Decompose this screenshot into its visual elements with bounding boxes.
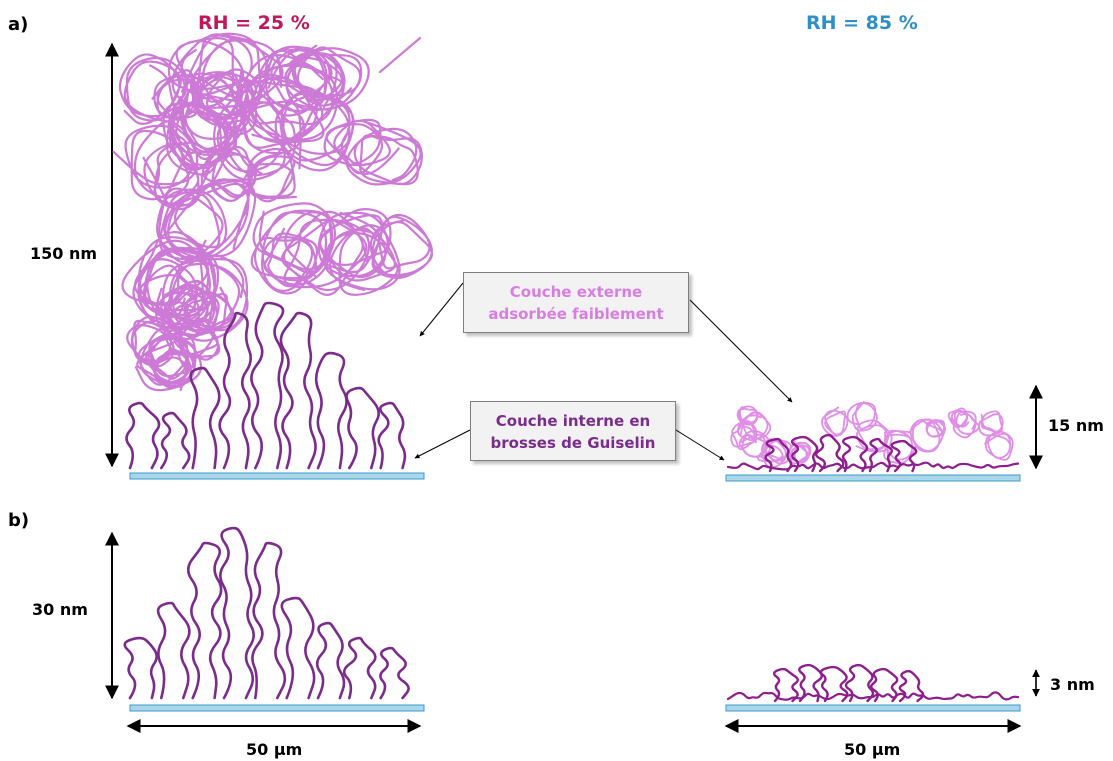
substrate-b-left — [129, 704, 425, 712]
polymer-coil — [317, 208, 392, 279]
callout-outer-line1: Couche externe — [509, 283, 643, 301]
brush-loop — [125, 401, 161, 470]
brush-loop — [156, 601, 191, 700]
brush-loop — [280, 596, 316, 700]
brush-loop — [314, 351, 348, 470]
condition-rh-25: RH = 25 % — [198, 12, 310, 34]
polymer-tail — [378, 36, 422, 74]
brush-loop — [898, 669, 925, 703]
outer-layer-a-left — [112, 32, 433, 392]
leader-outer-to-left — [419, 282, 464, 337]
callout-outer-line2: adsorbée faiblement — [488, 305, 664, 323]
leader-outer-to-right — [689, 299, 793, 403]
polymer-coil — [369, 213, 433, 279]
polymer-coil — [786, 441, 812, 465]
polymer-coil — [167, 95, 237, 167]
polymer-coil — [284, 44, 370, 112]
height-label-a-left: 150 nm — [30, 244, 98, 263]
polymer-coil — [112, 120, 199, 201]
brush-loop — [841, 435, 869, 473]
polymer-coil — [736, 405, 759, 426]
polymer-coil — [737, 411, 772, 442]
brush-loop — [870, 667, 899, 703]
callout-inner-line2: brosses de Guiselin — [490, 434, 656, 452]
substrate-a-right — [725, 474, 1021, 482]
brush-loop — [315, 621, 346, 700]
callout-outer-layer: Couche externe adsorbée faiblement — [463, 272, 689, 333]
width-label-b-left: 50 µm — [246, 740, 303, 759]
width-label-b-right: 50 µm — [844, 740, 901, 759]
inner-layer-a-right — [726, 433, 1020, 473]
polymer-coil — [952, 410, 980, 439]
brush-loop — [218, 311, 253, 470]
polymer-coil — [253, 227, 319, 295]
substrate-a-left — [129, 472, 425, 480]
adsorbed-train — [726, 461, 1020, 471]
brush-loop — [844, 663, 875, 703]
leader-inner-to-right — [675, 429, 725, 461]
brush-loop — [279, 311, 317, 470]
polymer-coil — [821, 406, 849, 437]
polymer-coil — [730, 420, 758, 451]
height-label-b-left: 30 nm — [32, 600, 88, 619]
polymer-coil — [156, 187, 228, 264]
brush-loop — [251, 541, 287, 700]
brush-loop — [186, 541, 223, 700]
brush-loop — [219, 526, 255, 700]
inner-layer-b-right — [726, 663, 1020, 703]
polymer-coil — [137, 258, 199, 329]
brush-loop — [790, 435, 819, 473]
callout-inner-line1: Couche interne en — [495, 412, 651, 430]
polymer-coil — [134, 323, 203, 392]
brush-loop — [379, 646, 410, 700]
polymer-coil — [978, 410, 1004, 437]
polymer-coil — [258, 45, 333, 117]
polymer-coil — [855, 419, 893, 453]
inner-layer-a-left — [125, 301, 407, 470]
panel-label-a: a) — [8, 14, 29, 35]
inner-layer-b-left — [123, 526, 410, 700]
condition-rh-85: RH = 85 % — [806, 12, 918, 34]
brush-loop — [868, 437, 894, 473]
height-label-a-right: 15 nm — [1048, 416, 1104, 435]
polymer-coil — [155, 287, 209, 337]
brush-loop — [814, 433, 845, 473]
panel-label-b: b) — [8, 510, 30, 531]
brush-loop — [772, 667, 799, 703]
brush-loop — [377, 401, 407, 470]
polymer-coil — [118, 53, 188, 125]
height-label-b-right: 3 nm — [1050, 675, 1095, 694]
brush-loop — [345, 386, 380, 470]
polymer-coil — [846, 400, 878, 432]
brush-loop — [342, 636, 377, 700]
brush-loop — [798, 663, 823, 703]
brush-loop — [764, 437, 793, 473]
brush-loop — [189, 366, 221, 470]
polymer-coil — [142, 141, 212, 211]
brush-loop — [890, 439, 918, 473]
brush-loop — [819, 665, 849, 703]
brush-loop — [123, 636, 158, 700]
brush-loop — [250, 301, 285, 470]
brush-loop — [160, 411, 191, 470]
callout-inner-layer: Couche interne en brosses de Guiselin — [470, 401, 676, 461]
leader-inner-to-left — [414, 429, 471, 459]
polymer-coil — [167, 34, 255, 108]
polymer-coil — [164, 178, 257, 259]
polymer-coil — [240, 49, 345, 142]
polymer-coil — [323, 118, 400, 175]
polymer-coil — [984, 430, 1014, 461]
polymer-coil — [908, 418, 945, 453]
substrate-b-right — [725, 704, 1021, 712]
polymer-coil — [183, 286, 235, 332]
polymer-coil — [242, 147, 297, 203]
outer-layer-a-right — [730, 400, 1014, 469]
polymer-coil — [345, 120, 423, 186]
polymer-coil — [323, 224, 401, 296]
polymer-coil — [179, 76, 251, 154]
